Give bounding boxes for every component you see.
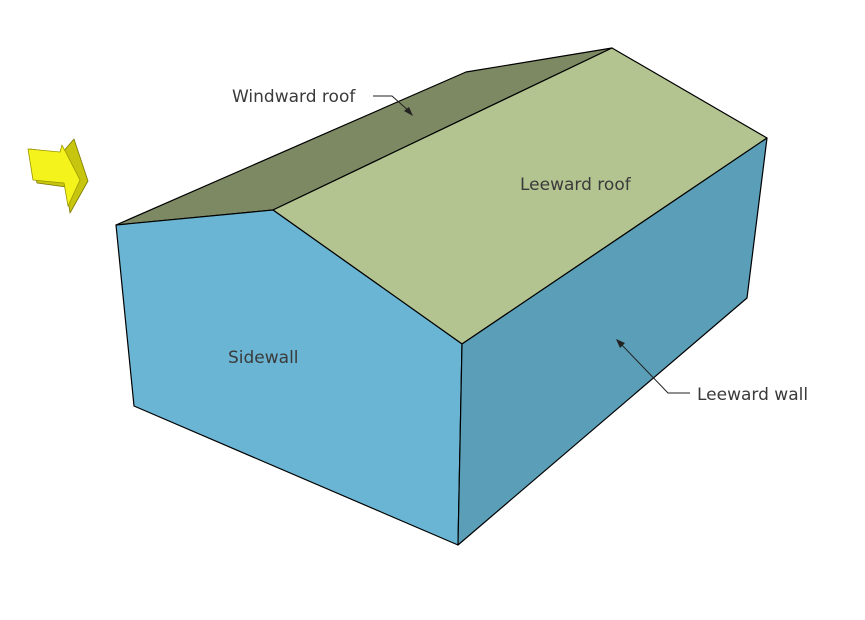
- arrow-right-icon: [27, 138, 89, 214]
- leeward-wall-leader: [619, 342, 690, 394]
- windward-roof-label: Windward roof: [232, 87, 356, 107]
- sidewall-label: Sidewall: [228, 348, 299, 368]
- leeward-wall-leader-arrowhead: [616, 339, 625, 348]
- windward-roof-leader: [373, 95, 411, 113]
- windward-roof-leader-arrowhead: [404, 107, 413, 116]
- wind-arrow-face: [27, 144, 81, 207]
- leeward-wall-label: Leeward wall: [697, 385, 808, 405]
- leeward-roof-label: Leeward roof: [520, 175, 632, 195]
- leeward-wall-face: [457, 137, 768, 546]
